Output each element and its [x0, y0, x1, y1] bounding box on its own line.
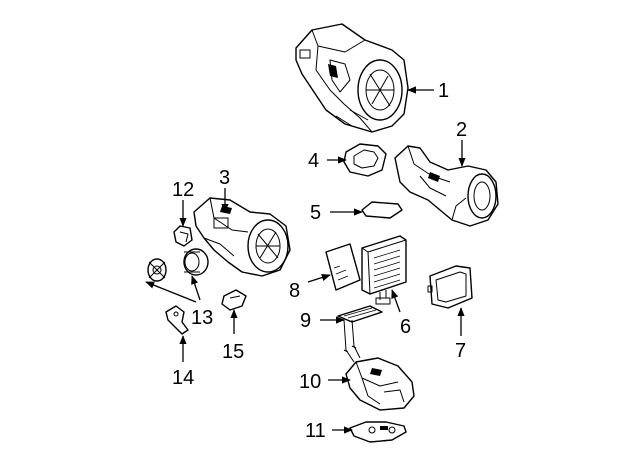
clip-icon [165, 305, 189, 335]
blower-motor-icon [147, 248, 209, 282]
heater-core-icon [427, 265, 473, 309]
bracket-icon [349, 421, 407, 443]
case-lower-icon [345, 357, 415, 411]
actuator-small-icon [173, 225, 193, 247]
callout-5: 5 [310, 202, 321, 224]
callout-10: 10 [299, 371, 321, 393]
hvac-case-upper-icon [295, 23, 409, 133]
callout-15: 15 [222, 341, 244, 363]
callout-6: 6 [400, 316, 411, 338]
callout-13: 13 [191, 307, 213, 329]
blower-case-icon [193, 197, 291, 277]
resistor-icon [221, 289, 247, 311]
callout-8: 8 [289, 280, 300, 302]
evaporator-core-icon [361, 235, 407, 305]
callout-9: 9 [300, 310, 311, 332]
gasket-sheet-icon [325, 243, 361, 291]
callout-3: 3 [219, 167, 230, 189]
seal-ring-icon [343, 143, 387, 177]
leader-6 [391, 289, 401, 313]
callout-1: 1 [438, 80, 449, 102]
callout-11: 11 [305, 420, 326, 442]
callout-14: 14 [172, 367, 194, 389]
leader-13a [145, 281, 197, 303]
leader-8 [307, 274, 331, 283]
heater-core-pipes-icon [337, 305, 383, 363]
callout-12: 12 [172, 179, 194, 201]
callout-7: 7 [455, 340, 466, 362]
callout-labels: 1 2 3 4 5 6 7 8 9 10 11 12 13 14 15 [172, 80, 467, 442]
leader-13b [191, 275, 201, 301]
air-duct-icon [394, 145, 499, 227]
insulator-pad-icon [361, 201, 403, 219]
callout-4: 4 [308, 150, 319, 172]
callout-2: 2 [456, 119, 467, 141]
leader-lines [145, 86, 466, 434]
